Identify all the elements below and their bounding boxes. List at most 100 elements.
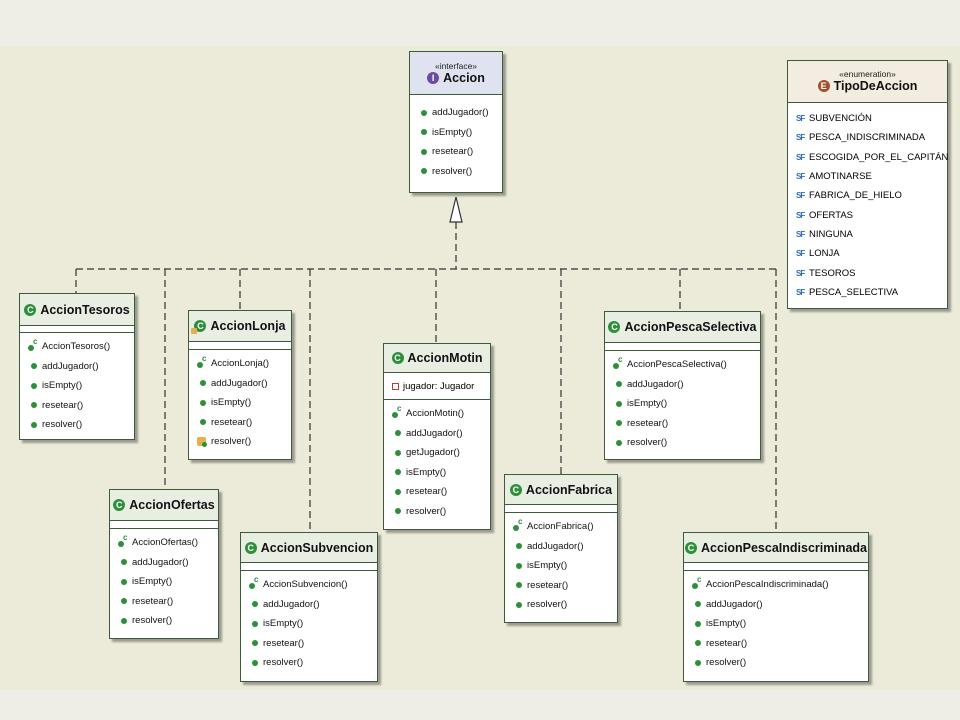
- method-row[interactable]: resetear(): [110, 592, 218, 612]
- empty-fields-section: [241, 563, 377, 571]
- constructor-icon: [118, 533, 127, 548]
- method-row[interactable]: resolver(): [241, 653, 377, 673]
- bottom-band: [0, 690, 960, 720]
- interface-name: Accion: [443, 70, 485, 85]
- class-name: AccionMotin: [407, 351, 483, 365]
- method-name: AccionPescaIndiscriminada(): [706, 579, 829, 591]
- top-band: [0, 0, 960, 46]
- constructor-row[interactable]: AccionLonja(): [189, 354, 291, 374]
- method-row[interactable]: getJugador(): [384, 443, 490, 463]
- method-row[interactable]: addJugador(): [605, 375, 760, 395]
- class-name: AccionPescaSelectiva: [624, 320, 757, 334]
- method-row[interactable]: resolver(): [410, 162, 502, 182]
- method-row[interactable]: resolver(): [110, 611, 218, 631]
- constructor-icon: [28, 337, 37, 352]
- method-name: resetear(): [263, 637, 305, 649]
- class-name: AccionOfertas: [129, 498, 215, 512]
- method-name: resetear(): [132, 595, 174, 607]
- enum-value: FABRICA_DE_HIELO: [809, 190, 902, 202]
- method-row[interactable]: addJugador(): [384, 424, 490, 444]
- method-row[interactable]: addJugador(): [110, 553, 218, 573]
- constructor-row[interactable]: AccionMotin(): [384, 404, 490, 424]
- constructor-row[interactable]: AccionPescaSelectiva(): [605, 355, 760, 375]
- method-row[interactable]: addJugador(): [189, 374, 291, 394]
- method-row[interactable]: isEmpty(): [110, 572, 218, 592]
- constructor-row[interactable]: AccionTesoros(): [20, 337, 134, 357]
- method-row[interactable]: resetear(): [605, 414, 760, 434]
- constructor-row[interactable]: AccionOfertas(): [110, 533, 218, 553]
- method-name: resetear(): [211, 416, 253, 428]
- method-row[interactable]: resetear(): [189, 413, 291, 433]
- class-name: AccionTesoros: [40, 302, 130, 317]
- method-row[interactable]: isEmpty(): [410, 123, 502, 143]
- method-row[interactable]: resolver(): [189, 432, 291, 452]
- method-row[interactable]: resolver(): [505, 595, 617, 615]
- method-name: addJugador(): [527, 540, 584, 552]
- method-row[interactable]: resetear(): [20, 396, 134, 416]
- method-row[interactable]: resolver(): [684, 653, 868, 673]
- method-row[interactable]: isEmpty(): [605, 394, 760, 414]
- method-row[interactable]: resetear(): [410, 142, 502, 162]
- method-name: isEmpty(): [263, 618, 304, 630]
- method-row[interactable]: addJugador(): [410, 103, 502, 123]
- method-row[interactable]: resolver(): [605, 433, 760, 453]
- class-name: AccionLonja: [210, 319, 286, 333]
- method-row[interactable]: resetear(): [684, 634, 868, 654]
- method-row[interactable]: isEmpty(): [241, 614, 377, 634]
- method-row[interactable]: addJugador(): [505, 537, 617, 557]
- method-row[interactable]: resetear(): [384, 482, 490, 502]
- method-row[interactable]: isEmpty(): [684, 614, 868, 634]
- public-method-icon: [31, 402, 37, 409]
- method-row[interactable]: resetear(): [505, 576, 617, 596]
- method-name: resetear(): [406, 486, 448, 498]
- method-name: resetear(): [527, 579, 569, 591]
- field-row[interactable]: jugador: Jugador: [384, 373, 490, 400]
- method-row[interactable]: isEmpty(): [189, 393, 291, 413]
- method-name: AccionTesoros(): [42, 341, 111, 353]
- constructor-row[interactable]: AccionPescaIndiscriminada(): [684, 575, 868, 595]
- method-row[interactable]: resolver(): [384, 502, 490, 522]
- method-name: AccionFabrica(): [527, 521, 594, 533]
- method-row[interactable]: addJugador(): [20, 357, 134, 377]
- constructor-row[interactable]: AccionSubvencion(): [241, 575, 377, 595]
- public-method-icon: [616, 439, 622, 446]
- method-row[interactable]: resetear(): [241, 634, 377, 654]
- method-row[interactable]: isEmpty(): [20, 376, 134, 396]
- public-method-icon: [31, 382, 37, 389]
- method-row[interactable]: isEmpty(): [505, 556, 617, 576]
- method-row[interactable]: addJugador(): [684, 595, 868, 615]
- static-final-icon: SF: [796, 133, 805, 143]
- public-method-icon: [695, 601, 701, 608]
- constructor-row[interactable]: AccionFabrica(): [505, 517, 617, 537]
- method-row[interactable]: addJugador(): [241, 595, 377, 615]
- constructor-icon: [249, 575, 258, 590]
- method-row[interactable]: isEmpty(): [384, 463, 490, 483]
- method-row[interactable]: resolver(): [20, 415, 134, 435]
- static-final-icon: SF: [796, 152, 805, 162]
